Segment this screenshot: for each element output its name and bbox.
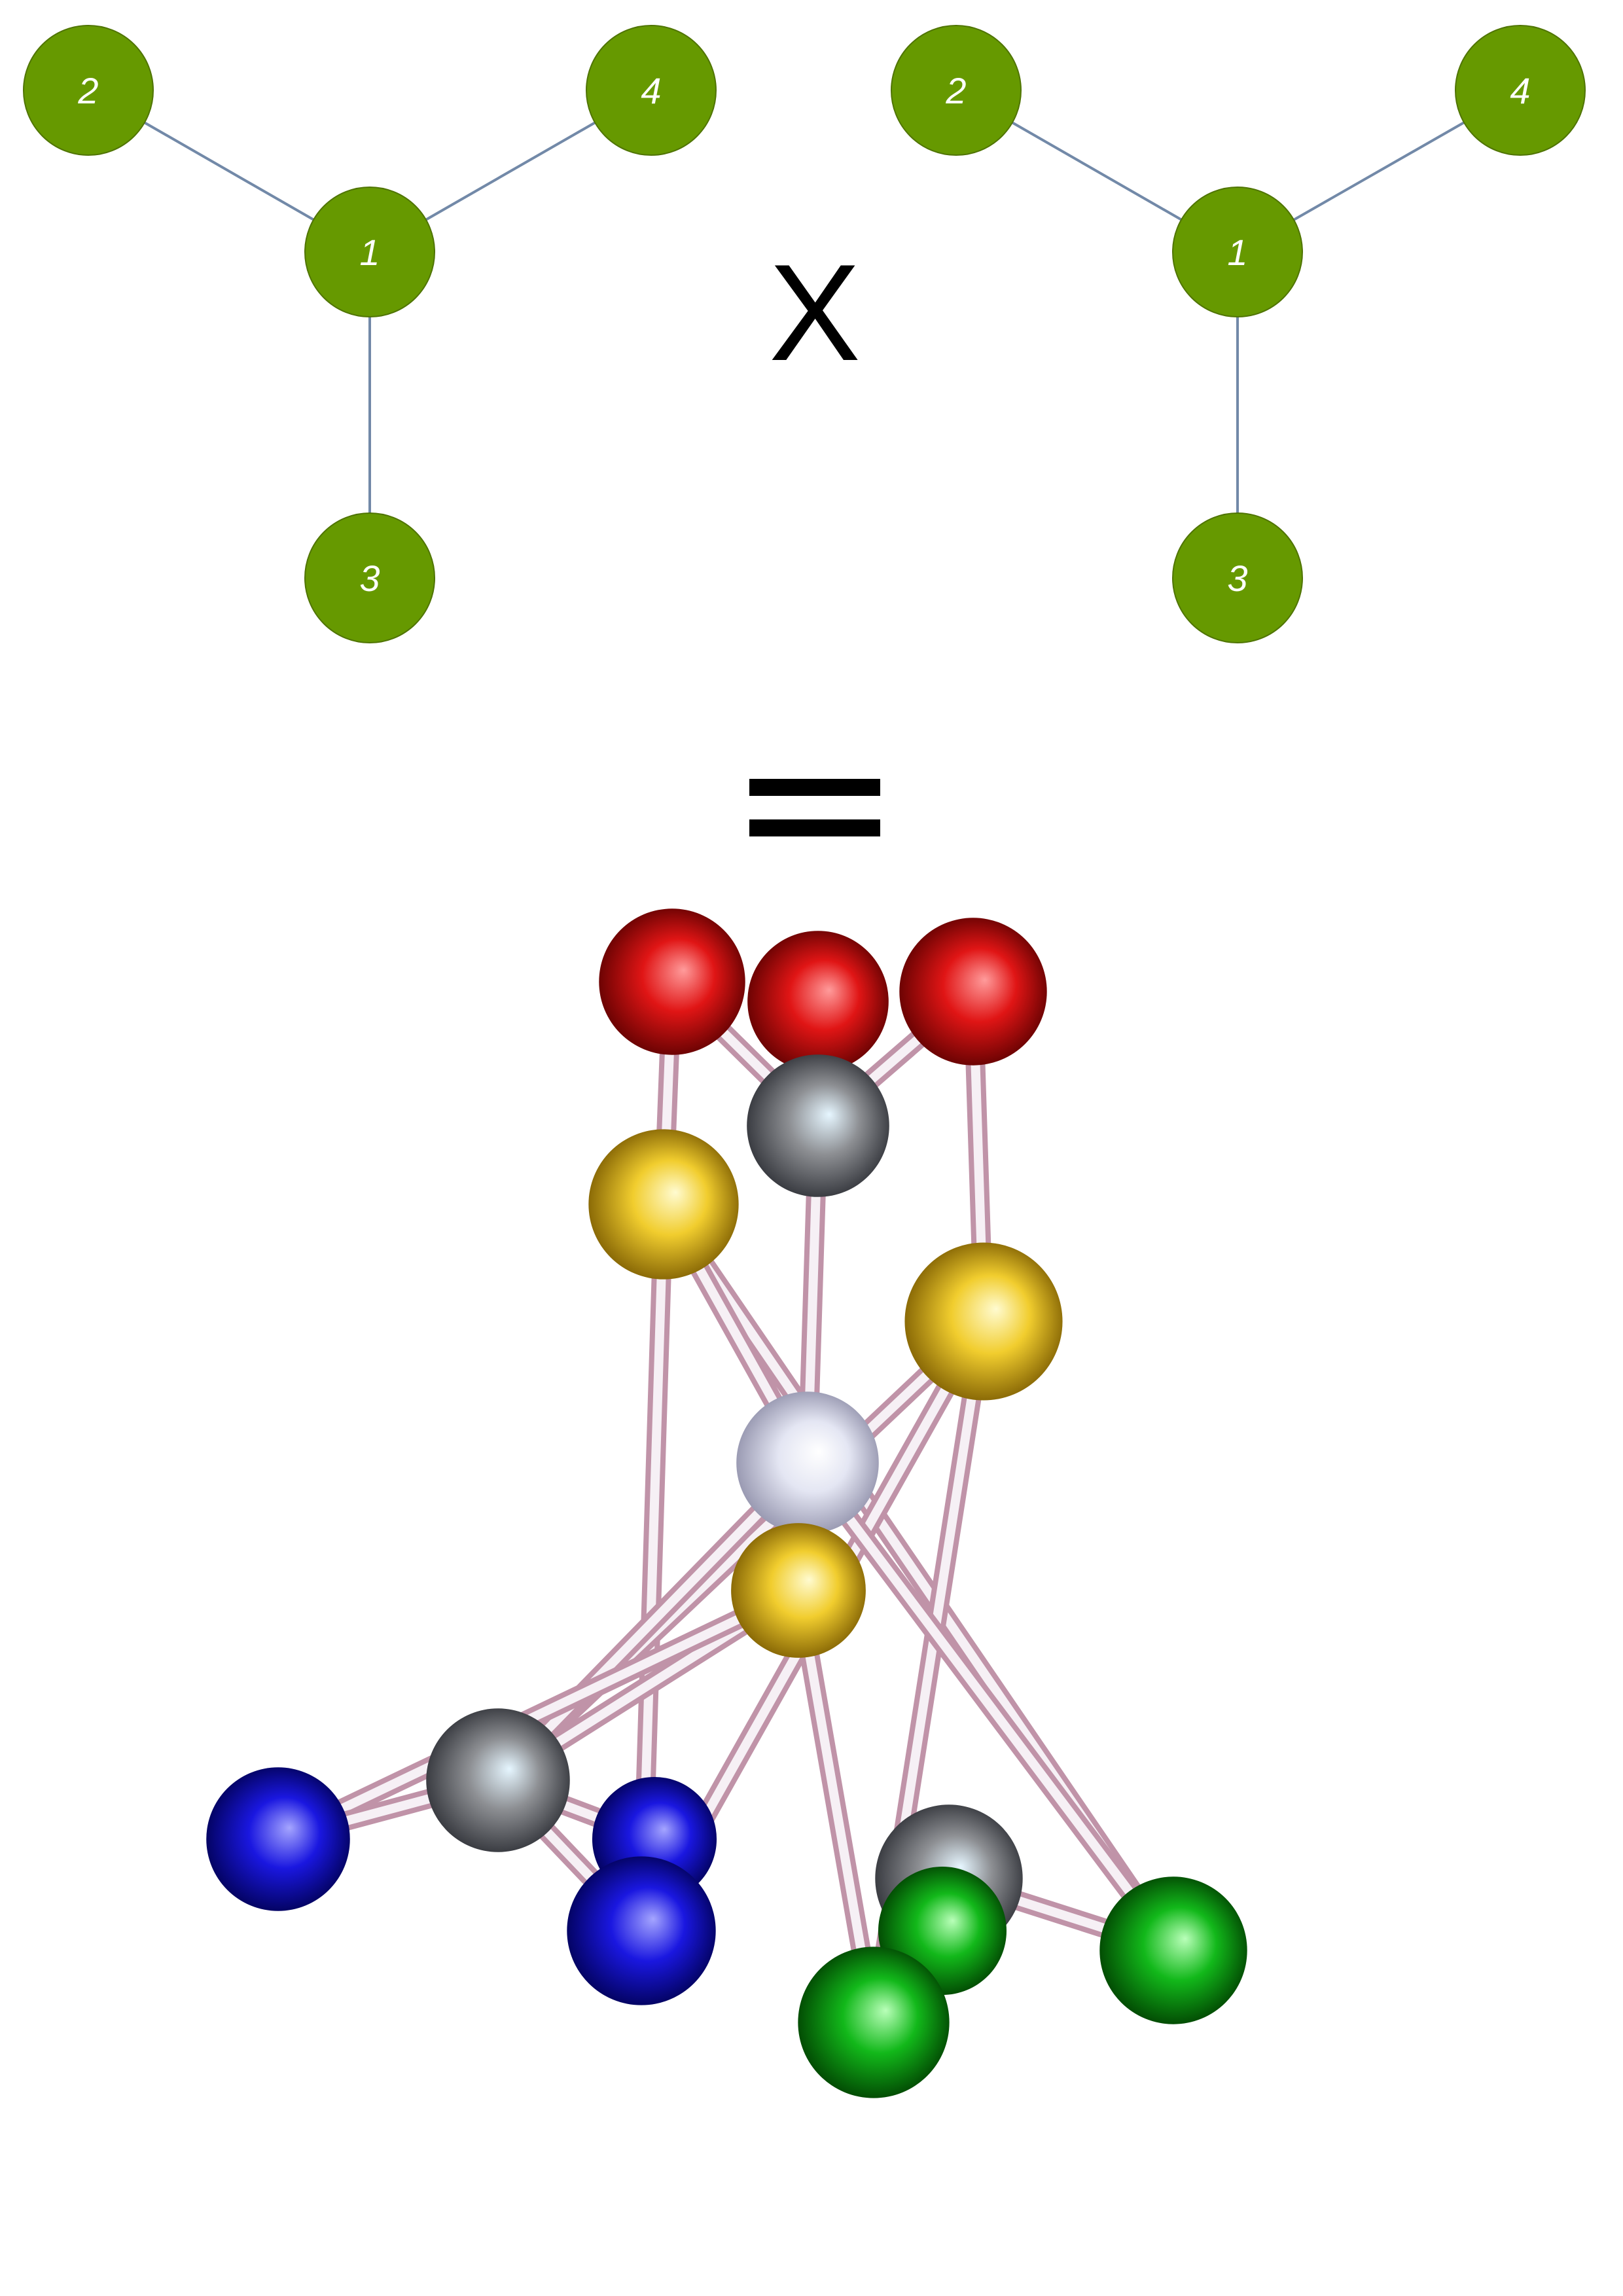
white-ball xyxy=(736,1391,879,1534)
graph-node-label: 1 xyxy=(1227,232,1247,273)
graph-node-label: 1 xyxy=(359,232,380,273)
cartesian-product-symbol: X xyxy=(769,236,861,389)
red-ball xyxy=(747,931,889,1072)
product-rods xyxy=(268,972,1183,2032)
green-ball xyxy=(798,1946,950,2098)
red-ball xyxy=(599,908,745,1055)
left-star-graph: 1 2 3 4 xyxy=(23,25,717,643)
graph-node-4 xyxy=(586,25,717,156)
product-rod xyxy=(274,1586,803,1844)
product-rod xyxy=(803,1458,1178,1955)
yellow-ball xyxy=(731,1523,866,1658)
graph-node-label: 2 xyxy=(77,70,98,111)
graph-node-label: 4 xyxy=(1510,70,1530,111)
right-star-graph: 1 2 3 4 xyxy=(891,25,1586,643)
graph-node-1 xyxy=(304,187,435,317)
green-ball xyxy=(1099,1876,1247,2024)
product-rod xyxy=(493,1458,812,1785)
graph-node-label: 3 xyxy=(359,558,380,599)
yellow-ball xyxy=(904,1242,1063,1401)
graph-node-label: 3 xyxy=(1227,558,1247,599)
graph-node-2 xyxy=(23,25,154,156)
graph-node-3 xyxy=(1172,512,1303,643)
gray-ball xyxy=(426,1708,570,1852)
equals-bar-top xyxy=(749,779,880,796)
product-graph-3d xyxy=(206,908,1247,2098)
yellow-ball xyxy=(588,1129,739,1280)
equals-bar-bottom xyxy=(749,819,880,836)
red-ball xyxy=(899,918,1047,1066)
product-balls xyxy=(206,908,1247,2098)
graph-node-label: 4 xyxy=(641,70,661,111)
graph-node-3 xyxy=(304,512,435,643)
graph-node-2 xyxy=(891,25,1022,156)
graph-node-label: 2 xyxy=(945,70,966,111)
graph-node-4 xyxy=(1455,25,1586,156)
blue-ball xyxy=(567,1856,716,2005)
gray-ball xyxy=(747,1054,889,1197)
graph-node-1 xyxy=(1172,187,1303,317)
equals-sign xyxy=(749,779,880,836)
blue-ball xyxy=(206,1767,350,1911)
